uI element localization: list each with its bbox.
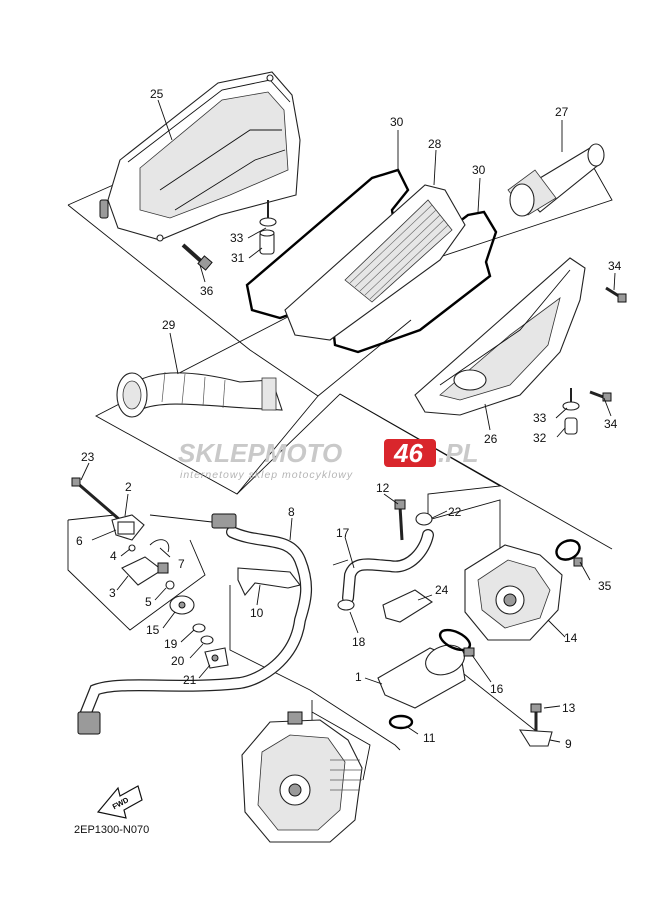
callout-24: 24	[435, 583, 449, 597]
plate-21	[204, 647, 229, 669]
callout-30-left: 30	[390, 115, 404, 129]
callout-13: 13	[562, 701, 576, 715]
watermark-brand-prefix: SKLEPMOTO	[178, 438, 342, 468]
callout-17: 17	[336, 526, 350, 540]
callout-31: 31	[231, 251, 245, 265]
hose-clamp-35	[555, 539, 583, 567]
callout-33-lower: 33	[533, 411, 547, 425]
callout-11: 11	[423, 731, 436, 745]
callout-4: 4	[110, 549, 117, 563]
gasket-30-right	[330, 210, 498, 354]
callout-3: 3	[109, 586, 116, 600]
o-ring-11	[388, 714, 414, 730]
o-ring-20	[200, 635, 214, 645]
callout-6: 6	[76, 534, 83, 548]
callout-33-upper: 33	[230, 231, 244, 245]
clip-33-lower	[562, 388, 580, 411]
leader-lines	[80, 99, 616, 743]
callout-29: 29	[162, 318, 176, 332]
bracket-24	[382, 589, 433, 623]
callout-21: 21	[183, 673, 197, 687]
screw-34-lower	[589, 390, 612, 402]
callout-35: 35	[598, 579, 612, 593]
hose-8	[77, 513, 312, 735]
callout-18: 18	[352, 635, 366, 649]
callout-9: 9	[565, 737, 572, 751]
callout-30-right: 30	[472, 163, 486, 177]
callout-12: 12	[376, 481, 390, 495]
watermark-tagline: internetowy sklep motocyklowy	[180, 469, 353, 481]
callout-25: 25	[150, 87, 164, 101]
bracket-10	[237, 567, 301, 597]
callout-10: 10	[250, 606, 264, 620]
clip-33-upper	[259, 200, 277, 227]
callout-19: 19	[164, 637, 178, 651]
sensor-group-box	[67, 514, 213, 631]
callout-23: 23	[81, 450, 95, 464]
callout-26: 26	[484, 432, 498, 446]
clamp-18	[337, 599, 355, 611]
callout-8: 8	[288, 505, 295, 519]
air-filter-element-28	[284, 184, 466, 341]
intake-joint-1	[377, 644, 466, 709]
clamp-22	[415, 512, 433, 526]
callout-34-upper: 34	[608, 259, 622, 273]
section-boundaries	[67, 153, 613, 781]
intake-funnel-27	[507, 143, 605, 217]
drain-plug-32	[564, 417, 578, 435]
callout-32: 32	[533, 431, 547, 445]
air-box-lower-case	[99, 71, 301, 242]
watermark: SKLEPMOTO 46 .PL internetowy sklep motoc…	[178, 438, 478, 481]
o-ring-5	[165, 580, 175, 590]
screw-34-upper	[605, 286, 627, 303]
callout-16: 16	[490, 682, 504, 696]
clip-7	[149, 539, 170, 553]
watermark-brand-number: 46	[393, 438, 423, 468]
callout-36: 36	[200, 284, 214, 298]
hose-17	[342, 529, 434, 604]
callout-1: 1	[355, 670, 362, 684]
callout-7: 7	[178, 557, 185, 571]
o-ring-19	[192, 623, 206, 633]
callout-34-lower: 34	[604, 417, 618, 431]
cylinder-head-assembly	[241, 711, 363, 843]
callout-2: 2	[125, 480, 132, 494]
bolt-23	[71, 477, 121, 522]
callout-15: 15	[146, 623, 160, 637]
fwd-arrow-icon: FWD	[96, 785, 143, 819]
watermark-brand-suffix: .PL	[438, 438, 478, 468]
callouts: 25 36 33 31 30 28 30 27 34 34 33 32 26 2…	[76, 87, 622, 751]
o-ring-4	[128, 544, 136, 552]
bolt-12	[394, 499, 406, 541]
bolt-36	[181, 243, 213, 271]
drain-plug-31	[259, 229, 275, 255]
sensor-6	[117, 521, 135, 535]
bracket-9	[518, 729, 553, 747]
sensor-15	[169, 595, 195, 615]
intake-duct-29	[116, 371, 283, 418]
callout-14: 14	[564, 631, 578, 645]
callout-27: 27	[555, 105, 569, 119]
callout-20: 20	[171, 654, 185, 668]
throttle-body-14	[464, 544, 563, 641]
callout-22: 22	[448, 505, 462, 519]
hose-clamp-16	[438, 628, 475, 657]
valve-3	[121, 556, 169, 586]
callout-5: 5	[145, 595, 152, 609]
diagram-code: 2EP1300-N070	[74, 824, 149, 836]
watermark-number-bg	[384, 439, 436, 467]
air-box-cover-26	[414, 257, 586, 416]
callout-28: 28	[428, 137, 442, 151]
